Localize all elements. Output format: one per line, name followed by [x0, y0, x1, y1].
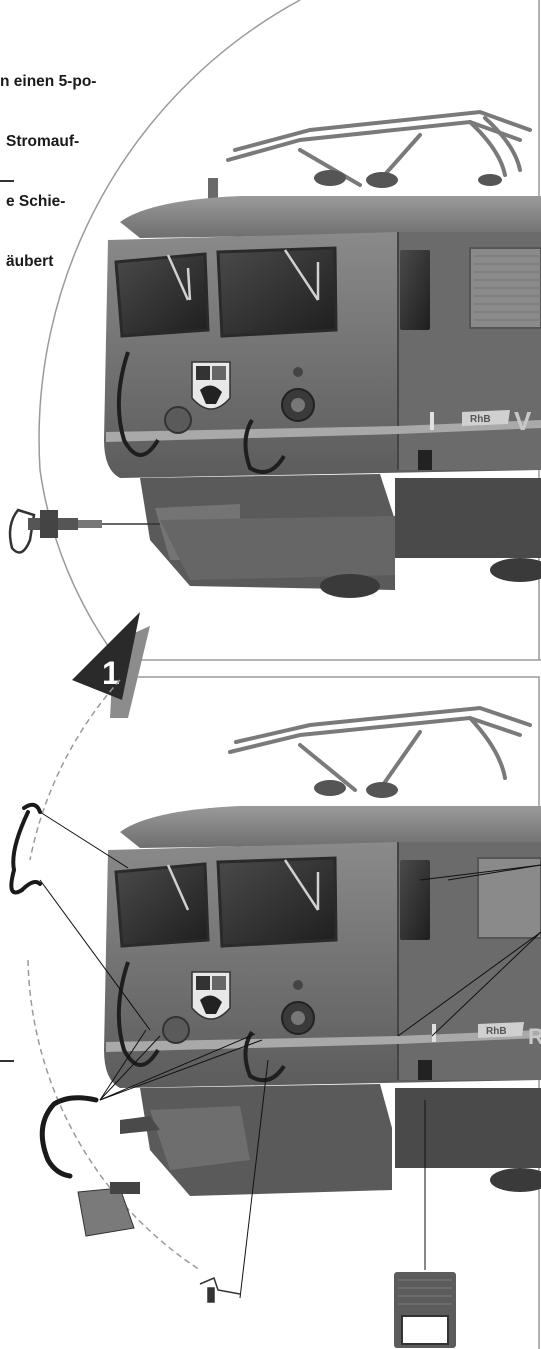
callout-lines: [39, 811, 541, 1299]
rhb-logo-top: RhB V: [462, 406, 532, 436]
instruction-line-3: e Schie-: [6, 193, 66, 210]
hose-part: [39, 1095, 99, 1179]
instruction-line-2: Stromauf-: [6, 133, 80, 150]
snowplow-part: [77, 1182, 140, 1237]
svg-text:RhB: RhB: [486, 1026, 507, 1037]
locomotive-top-view: RhB V: [104, 109, 541, 598]
continuation-dash-bottom: [0, 1060, 14, 1062]
rhb-logo-bottom: RhB R: [478, 1022, 541, 1049]
svg-text:R: R: [528, 1024, 541, 1049]
svg-text:RhB: RhB: [470, 414, 491, 425]
locomotive-bottom-view: RhB R: [104, 705, 541, 1196]
step-number: 1: [102, 655, 120, 691]
pantograph-bottom: [228, 705, 532, 792]
cable-part: [9, 802, 42, 895]
coupler-part-top: [8, 508, 160, 554]
coat-of-arms-bottom: [191, 971, 231, 1020]
step-badge: 1: [72, 612, 150, 718]
continuation-dash-top: [0, 180, 14, 182]
instruction-line-1: n einen 5-po-: [0, 73, 97, 90]
small-coupler-part: [199, 1276, 241, 1303]
cab-step-part: [394, 1272, 456, 1348]
instruction-text: n einen 5-po- Stromauf- e Schie- äubert: [0, 32, 200, 312]
instruction-line-4: äubert: [6, 253, 54, 270]
coat-of-arms-top: [191, 361, 231, 410]
svg-text:V: V: [514, 406, 532, 436]
